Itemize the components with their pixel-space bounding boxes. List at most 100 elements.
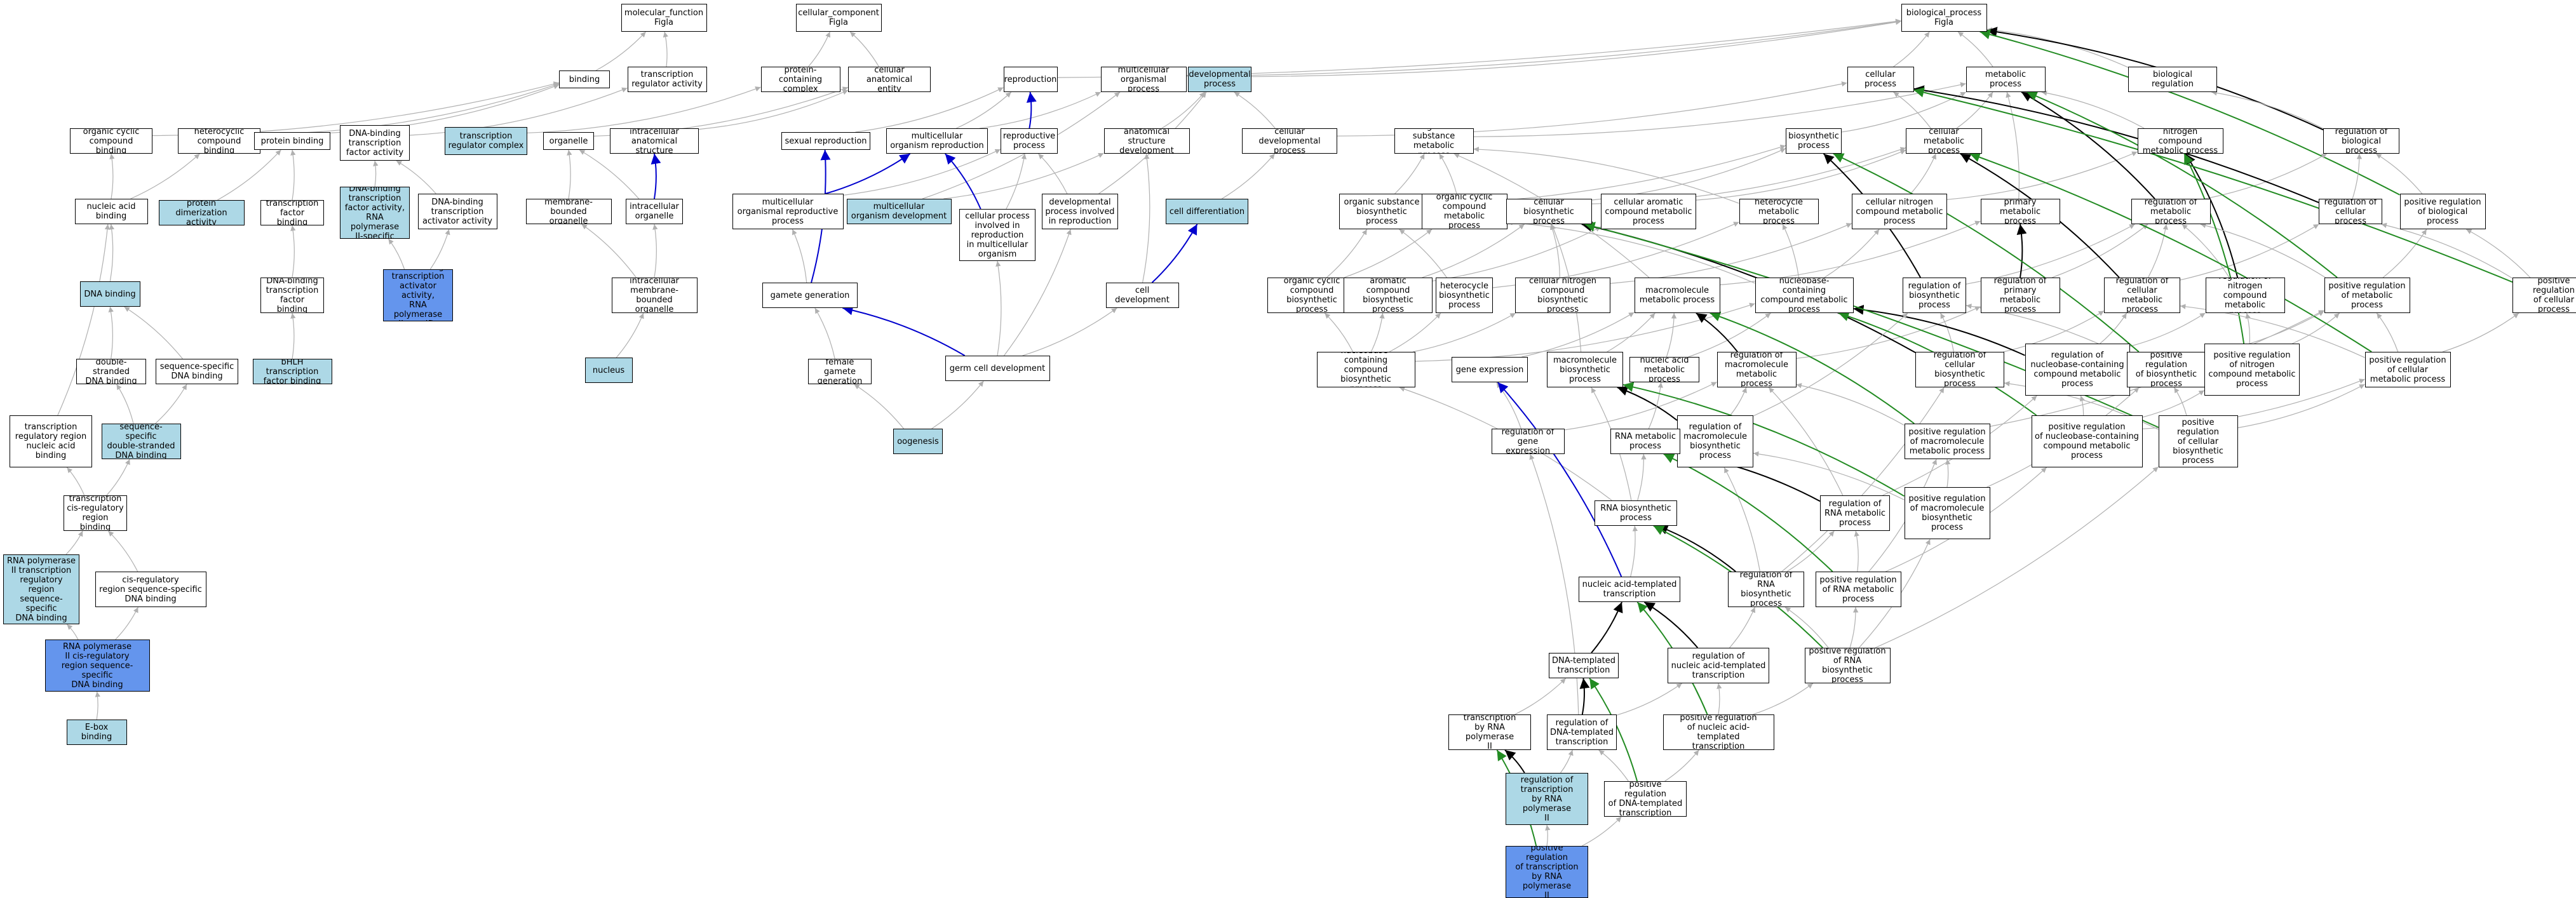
go-term-tf-binding[interactable]: transcription factor binding: [260, 200, 324, 225]
go-term-reg-biosyn[interactable]: regulation of biosynthetic process: [1903, 278, 1966, 313]
go-term-biosyn-proc[interactable]: biosynthetic process: [1786, 128, 1842, 154]
go-term-dev-proc[interactable]: developmental process: [1188, 67, 1251, 92]
go-term-pos-reg-macro-biosyn[interactable]: positive regulation of macromolecule bio…: [1904, 487, 1990, 539]
go-term-org-cyclic-met[interactable]: organic cyclic compound metabolic proces…: [1421, 194, 1507, 229]
go-term-reg-cell-met[interactable]: regulation of cellular metabolic process: [2104, 278, 2180, 313]
go-term-bhlh-tf[interactable]: bHLH transcription factor binding: [252, 359, 332, 384]
go-term-trans-reg-act[interactable]: transcription regulator activity: [627, 67, 707, 92]
go-term-reg-nuc-templated[interactable]: regulation of nucleic acid-templated tra…: [1668, 648, 1769, 683]
go-term-dna-templated[interactable]: DNA-templated transcription: [1549, 653, 1619, 678]
go-term-reg-cell-proc[interactable]: regulation of cellular process: [2319, 199, 2382, 224]
go-term-reg-gene-expr[interactable]: regulation of gene expression: [1491, 429, 1565, 454]
go-term-trans-reg-region[interactable]: transcription regulatory region nucleic …: [10, 415, 92, 467]
go-term-female-gamete[interactable]: female gamete generation: [808, 359, 872, 384]
go-term-reg-nucbase-met[interactable]: regulation of nucleobase-containing comp…: [2025, 344, 2130, 396]
go-term-org-cyclic-bind[interactable]: organic cyclic compound binding: [70, 128, 152, 154]
go-term-reg-macro-met[interactable]: regulation of macromolecule metabolic pr…: [1716, 352, 1797, 387]
go-term-pos-reg-rna-met[interactable]: positive regulation of RNA metabolic pro…: [1815, 572, 1901, 607]
go-term-trans-reg-complex[interactable]: transcription regulator complex: [445, 127, 527, 155]
go-term-protein-binding[interactable]: protein binding: [254, 132, 330, 150]
go-term-cell-anat[interactable]: cellular anatomical entity: [848, 67, 931, 92]
go-term-pol2-trans-reg[interactable]: RNA polymerase II transcription regulato…: [3, 554, 79, 624]
go-term-ds-dna-bind[interactable]: double-stranded DNA binding: [76, 359, 146, 384]
go-term-reg-bio-proc[interactable]: regulation of biological process: [2323, 128, 2399, 154]
go-term-reg-rna-met[interactable]: regulation of RNA metabolic process: [1820, 495, 1890, 531]
go-term-cell-dev-proc[interactable]: cellular developmental process: [1242, 128, 1337, 154]
go-term-dna-tf-activator[interactable]: DNA-binding transcription activator acti…: [417, 194, 497, 229]
go-term-pos-reg-nucbase[interactable]: positive regulation of nucleobase-contai…: [2031, 415, 2143, 467]
go-term-hetero-bind[interactable]: heterocyclic compound binding: [178, 128, 260, 154]
go-term-cis-reg-seq[interactable]: cis-regulatory region sequence-specific …: [95, 572, 206, 607]
go-term-intracell-org[interactable]: intracellular organelle: [626, 199, 683, 224]
go-term-hetero-biosyn[interactable]: heterocycle biosynthetic process: [1436, 278, 1493, 313]
go-term-macro-biosyn[interactable]: macromolecule biosynthetic process: [1547, 352, 1623, 387]
go-term-cell-diff[interactable]: cell differentiation: [1166, 199, 1248, 224]
go-term-binding[interactable]: binding: [559, 70, 610, 88]
go-term-sexual-repro[interactable]: sexual reproduction: [781, 132, 870, 150]
go-term-rna-met[interactable]: RNA metabolic process: [1610, 429, 1680, 454]
go-term-pos-reg-rna-biosyn[interactable]: positive regulation of RNA biosynthetic …: [1804, 648, 1891, 683]
go-term-pos-reg-trans-pol2[interactable]: positive regulation of transcription by …: [1506, 846, 1588, 898]
go-term-nucbase-met[interactable]: nucleobase-containing compound metabolic…: [1755, 278, 1854, 313]
go-term-multi-org-repro[interactable]: multicellular organism reproduction: [886, 128, 988, 154]
go-term-dna-tf-act-pol2[interactable]: DNA-binding transcription activator acti…: [383, 269, 453, 321]
go-term-trans-cis-bind[interactable]: transcription cis-regulatory region bind…: [64, 495, 127, 531]
go-term-reproduction[interactable]: reproduction: [1003, 67, 1058, 92]
go-term-reg-cell-biosyn[interactable]: regulation of cellular biosynthetic proc…: [1915, 352, 2004, 387]
go-term-org-sub-biosyn[interactable]: organic substance biosynthetic process: [1339, 194, 1425, 229]
go-term-pos-reg-met[interactable]: positive regulation of metabolic process: [2324, 278, 2410, 313]
go-term-nucleic-acid-bind[interactable]: nucleic acid binding: [74, 199, 148, 224]
go-term-reg-nitro-met[interactable]: regulation of nitrogen compound metaboli…: [2205, 278, 2285, 313]
go-term-bio-reg[interactable]: biological regulation: [2128, 67, 2217, 92]
go-term-gene-expr[interactable]: gene expression: [1452, 357, 1528, 382]
go-term-cell-arom-met[interactable]: cellular aromatic compound metabolic pro…: [1601, 194, 1696, 229]
go-term-reg-dna-templated[interactable]: regulation of DNA-templated transcriptio…: [1547, 714, 1617, 750]
go-term-mf[interactable]: molecular_function Figla: [621, 4, 707, 32]
go-term-dna-tf-bind[interactable]: DNA-binding transcription factor binding: [260, 278, 324, 313]
go-term-pos-reg-bio-proc[interactable]: positive regulation of biological proces…: [2399, 194, 2486, 229]
go-term-multi-org-repro-proc[interactable]: multicellular organismal reproductive pr…: [732, 194, 844, 229]
go-term-org-sub-met[interactable]: organic substance metabolic process: [1394, 128, 1474, 154]
go-term-metabolic-process[interactable]: metabolic process: [1966, 67, 2046, 92]
go-term-cell-nitro-met[interactable]: cellular nitrogen compound metabolic pro…: [1852, 194, 1947, 229]
go-term-reg-primary-met[interactable]: regulation of primary metabolic process: [1980, 278, 2060, 313]
go-term-rna-biosyn[interactable]: RNA biosynthetic process: [1595, 500, 1677, 526]
go-term-dna-binding[interactable]: DNA binding: [79, 281, 140, 307]
go-term-cell-proc-repro[interactable]: cellular process involved in reproductio…: [959, 209, 1035, 261]
go-term-nuc-templated[interactable]: nucleic acid-templated transcription: [1579, 577, 1680, 602]
go-term-gamete-gen[interactable]: gamete generation: [762, 283, 858, 308]
go-term-ebox[interactable]: E-box binding: [66, 720, 127, 745]
go-term-cc[interactable]: cellular_component Figla: [795, 4, 882, 32]
go-term-dev-proc-repro[interactable]: developmental process involved in reprod…: [1042, 194, 1118, 229]
go-term-oogenesis[interactable]: oogenesis: [893, 429, 943, 454]
go-term-reg-rna-biosyn[interactable]: regulation of RNA biosynthetic process: [1728, 572, 1804, 607]
go-term-seq-spec-ds-dna[interactable]: sequence-specific double-stranded DNA bi…: [101, 424, 181, 459]
go-term-seq-spec-dna[interactable]: sequence-specific DNA binding: [156, 359, 238, 384]
go-term-macro-met[interactable]: macromolecule metabolic process: [1634, 278, 1720, 313]
go-term-repro-proc[interactable]: reproductive process: [1001, 128, 1058, 154]
go-term-pos-reg-cell-met[interactable]: positive regulation of cellular metaboli…: [2364, 352, 2451, 387]
go-term-pos-reg-dna-templated[interactable]: positive regulation of DNA-templated tra…: [1604, 781, 1687, 817]
go-term-pos-reg-nuc-templated[interactable]: positive regulation of nucleic acid-temp…: [1662, 714, 1774, 750]
go-term-multi-org-proc[interactable]: multicellular organismal process: [1100, 67, 1187, 92]
go-term-pos-reg-biosyn[interactable]: positive regulation of biosynthetic proc…: [2126, 352, 2206, 387]
go-term-reg-met-proc[interactable]: regulation of metabolic process: [2131, 199, 2211, 224]
go-term-pos-reg-cell-biosyn[interactable]: positive regulation of cellular biosynth…: [2158, 415, 2238, 467]
go-term-protein-cont[interactable]: protein-containing complex: [760, 67, 840, 92]
go-term-multi-org-dev[interactable]: multicellular organism development: [846, 199, 952, 224]
go-term-bp[interactable]: biological_process Figla: [1901, 4, 1987, 32]
go-term-pos-reg-macro-met[interactable]: positive regulation of macromolecule met…: [1904, 424, 1990, 459]
go-term-germ-cell-dev[interactable]: germ cell development: [945, 356, 1050, 381]
go-term-dna-tf-act[interactable]: DNA-binding transcription factor activit…: [340, 125, 410, 161]
go-term-hetero-met[interactable]: heterocycle metabolic process: [1739, 199, 1819, 224]
go-term-protein-dimer[interactable]: protein dimerization activity: [158, 200, 245, 225]
go-term-trans-pol2[interactable]: transcription by RNA polymerase II: [1448, 714, 1531, 750]
go-term-pol2-cis-reg[interactable]: RNA polymerase II cis-regulatory region …: [44, 640, 150, 692]
go-term-nucbase-biosyn[interactable]: nucleobase-containing compound biosynthe…: [1316, 352, 1415, 387]
go-term-anat-struct-dev[interactable]: anatomical structure development: [1103, 128, 1190, 154]
go-term-membrane-org[interactable]: membrane-bounded organelle: [525, 199, 612, 224]
go-term-intracell-memb-org[interactable]: intracellular membrane-bounded organelle: [611, 278, 698, 313]
go-term-intracell-anat[interactable]: intracellular anatomical structure: [610, 128, 699, 154]
go-term-pos-reg-nitro-met[interactable]: positive regulation of nitrogen compound…: [2204, 344, 2300, 396]
go-term-organelle[interactable]: organelle: [543, 132, 594, 150]
